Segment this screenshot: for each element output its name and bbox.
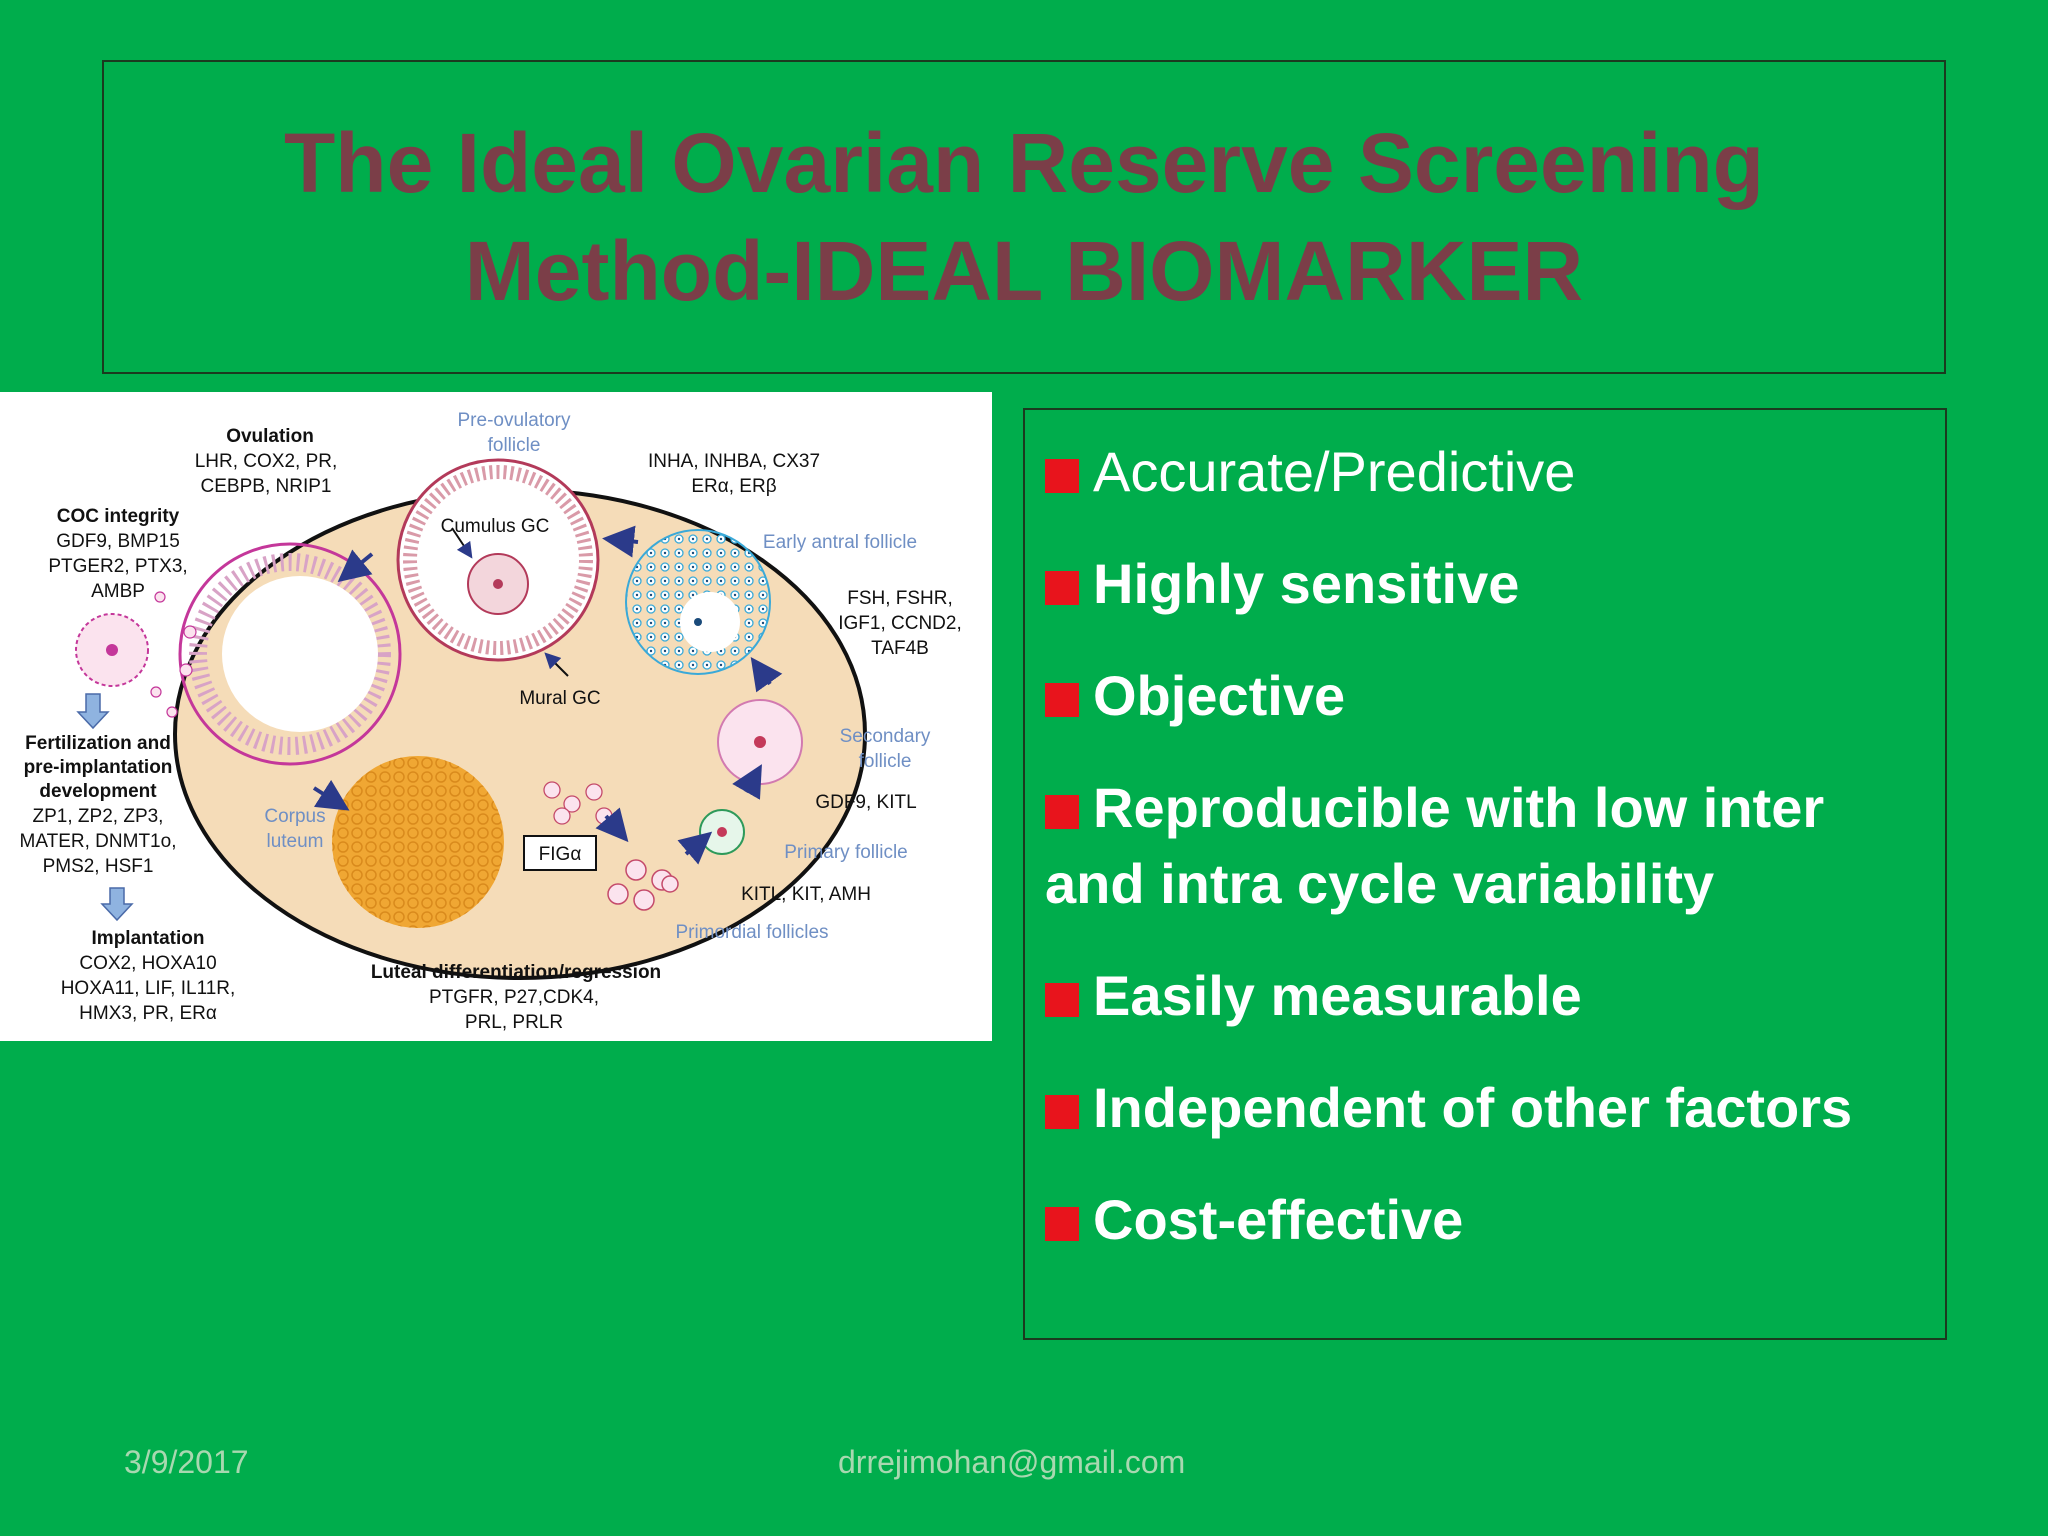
svg-text:Luteal differentiation/regress: Luteal differentiation/regression [371, 962, 661, 983]
label-fertilization: Fertilization and pre-implantation devel… [20, 733, 177, 877]
svg-text:AMBP: AMBP [91, 581, 145, 602]
svg-text:PTGER2, PTX3,: PTGER2, PTX3, [48, 556, 187, 577]
early-antral-follicle [625, 529, 771, 675]
svg-text:Implantation: Implantation [92, 928, 205, 949]
svg-text:Secondary: Secondary [840, 726, 931, 747]
svg-text:ZP1, ZP2, ZP3,: ZP1, ZP2, ZP3, [33, 806, 164, 827]
label-inha: INHA, INHBA, CX37 ERα, ERβ [648, 451, 820, 497]
svg-text:luteum: luteum [266, 831, 323, 852]
ovarian-cycle-diagram: Ovulation LHR, COX2, PR, CEBPB, NRIP1 CO… [0, 392, 992, 1041]
label-luteal: Luteal differentiation/regression PTGFR,… [371, 962, 661, 1033]
label-primordial: Primordial follicles [675, 922, 828, 943]
criteria-list: Accurate/Predictive Highly sensitive Obj… [1045, 434, 1927, 1258]
criteria-box: Accurate/Predictive Highly sensitive Obj… [1023, 408, 1947, 1340]
preovulatory-follicle [396, 458, 600, 662]
svg-text:INHA, INHBA, CX37: INHA, INHBA, CX37 [648, 451, 820, 472]
ovulation-title: Ovulation [226, 426, 314, 447]
square-bullet-icon [1045, 1095, 1079, 1129]
svg-text:IGF1, CCND2,: IGF1, CCND2, [838, 613, 962, 634]
svg-text:GDF9, BMP15: GDF9, BMP15 [56, 531, 180, 552]
svg-text:HMX3, PR, ERα: HMX3, PR, ERα [79, 1003, 217, 1024]
list-item: Highly sensitive [1045, 546, 1927, 622]
svg-text:Corpus: Corpus [264, 806, 325, 827]
label-secondary: Secondary follicle [840, 726, 931, 772]
down-arrow-2 [100, 887, 134, 922]
svg-text:MATER, DNMT1o,: MATER, DNMT1o, [20, 831, 177, 852]
square-bullet-icon [1045, 683, 1079, 717]
list-item: Reproducible with low inter and intra cy… [1045, 776, 1825, 915]
svg-text:follicle: follicle [859, 751, 912, 772]
square-bullet-icon [1045, 795, 1079, 829]
label-kitl: KITL, KIT, AMH [741, 884, 871, 905]
label-gdf9: GDF9, KITL [815, 792, 916, 813]
label-coc: COC integrity GDF9, BMP15 PTGER2, PTX3, … [48, 506, 187, 602]
svg-text:PTGFR, P27,CDK4,: PTGFR, P27,CDK4, [429, 987, 599, 1008]
svg-text:FSH, FSHR,: FSH, FSHR, [847, 588, 953, 609]
label-primary: Primary follicle [784, 842, 908, 863]
label-figa: FIGα [539, 844, 582, 865]
title-line-1: The Ideal Ovarian Reserve Screening [283, 116, 1764, 210]
label-fsh: FSH, FSHR, IGF1, CCND2, TAF4B [838, 588, 962, 659]
square-bullet-icon [1045, 571, 1079, 605]
svg-text:follicle: follicle [488, 435, 541, 456]
label-implantation: Implantation COX2, HOXA10 HOXA11, LIF, I… [61, 928, 236, 1024]
primordial-follicles [607, 859, 679, 911]
list-item: Objective [1045, 658, 1927, 734]
svg-text:Fertilization and: Fertilization and [25, 733, 171, 754]
label-corpus: Corpus luteum [264, 806, 325, 852]
title-box: The Ideal Ovarian Reserve Screening Meth… [102, 60, 1946, 374]
svg-text:PRL, PRLR: PRL, PRLR [465, 1012, 563, 1033]
svg-text:LHR, COX2, PR,: LHR, COX2, PR, [195, 451, 338, 472]
svg-text:CEBPB, NRIP1: CEBPB, NRIP1 [201, 476, 332, 497]
label-early-antral: Early antral follicle [763, 532, 917, 553]
footer-date: 3/9/2017 [124, 1444, 249, 1480]
square-bullet-icon [1045, 1207, 1079, 1241]
label-mural: Mural GC [519, 688, 600, 709]
svg-text:HOXA11, LIF, IL11R,: HOXA11, LIF, IL11R, [61, 978, 236, 999]
title-line-2: Method-IDEAL BIOMARKER [464, 224, 1584, 318]
svg-text:COC integrity: COC integrity [57, 506, 180, 527]
svg-text:ERα, ERβ: ERα, ERβ [691, 476, 776, 497]
list-item: Easily measurable [1045, 958, 1927, 1034]
svg-text:PMS2, HSF1: PMS2, HSF1 [43, 856, 154, 877]
label-cumulus: Cumulus GC [441, 516, 550, 537]
ovulating-follicle [178, 542, 402, 766]
secondary-follicle [717, 699, 803, 785]
svg-text:Pre-ovulatory: Pre-ovulatory [458, 410, 571, 431]
svg-text:TAF4B: TAF4B [871, 638, 929, 659]
svg-text:pre-implantation: pre-implantation [24, 757, 173, 778]
down-arrow-1 [76, 693, 110, 730]
slide-title: The Ideal Ovarian Reserve Screening Meth… [284, 109, 1764, 325]
list-item: Accurate/Predictive [1045, 434, 1927, 510]
label-preovulatory: Pre-ovulatory follicle [458, 410, 571, 456]
label-ovulation: Ovulation LHR, COX2, PR, CEBPB, NRIP1 [195, 426, 338, 497]
list-item: Independent of other factors [1045, 1070, 1927, 1146]
primary-follicle [699, 809, 745, 855]
square-bullet-icon [1045, 459, 1079, 493]
svg-text:COX2, HOXA10: COX2, HOXA10 [79, 953, 216, 974]
square-bullet-icon [1045, 983, 1079, 1017]
footer-email: drrejimohan@gmail.com [838, 1444, 1186, 1480]
svg-text:development: development [39, 781, 157, 802]
list-item: Cost-effective [1045, 1182, 1927, 1258]
